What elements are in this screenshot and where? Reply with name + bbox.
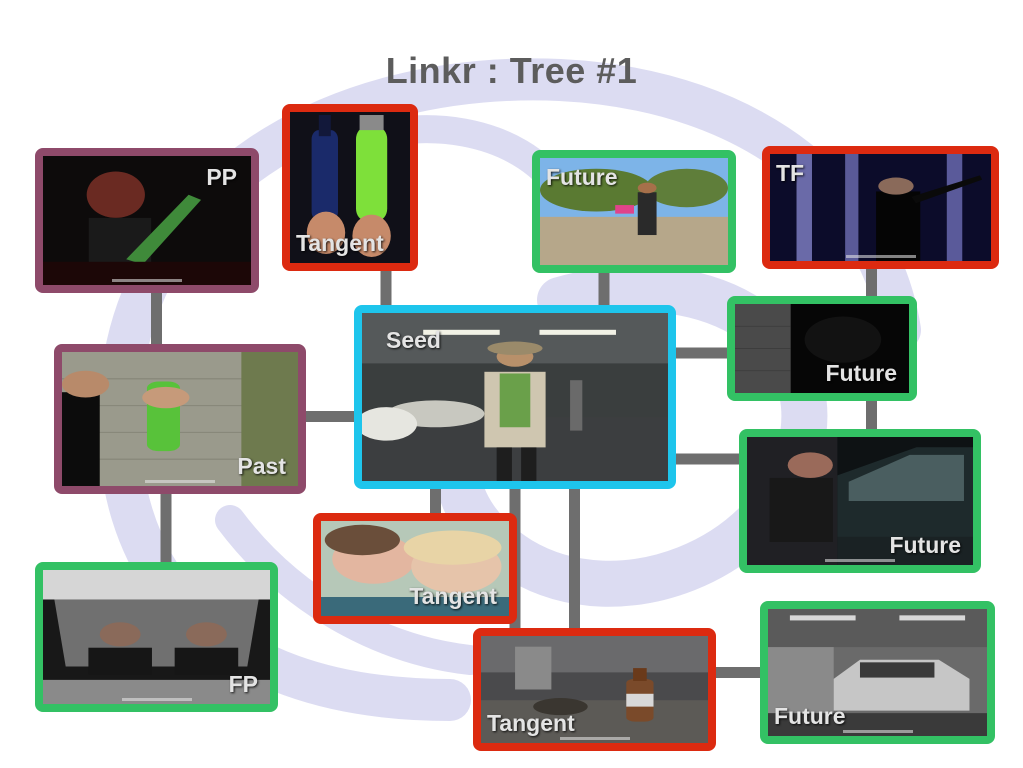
node-label: Seed xyxy=(386,327,441,353)
node-future-cemetery[interactable]: Future xyxy=(532,150,736,273)
watermark xyxy=(145,480,215,483)
node-label: Future xyxy=(889,532,961,558)
node-thumbnail xyxy=(540,158,728,265)
node-pp[interactable]: PP xyxy=(35,148,259,293)
watermark xyxy=(845,255,916,258)
scene-image xyxy=(43,570,270,704)
node-label: Tangent xyxy=(409,583,497,609)
node-thumbnail xyxy=(735,304,909,393)
node-thumbnail xyxy=(768,609,987,736)
node-thumbnail xyxy=(62,352,298,486)
scene-image xyxy=(747,437,973,565)
node-thumbnail xyxy=(43,570,270,704)
node-label: Past xyxy=(237,453,286,479)
node-future-bw-car[interactable]: Future xyxy=(760,601,995,744)
node-future-car[interactable]: Future xyxy=(739,429,981,573)
node-label: Future xyxy=(774,703,846,729)
node-future-dark[interactable]: Future xyxy=(727,296,917,401)
node-label: Future xyxy=(825,360,897,386)
scene-image xyxy=(481,636,708,743)
watermark xyxy=(842,730,913,733)
node-thumbnail xyxy=(321,521,509,616)
node-thumbnail xyxy=(481,636,708,743)
node-label: PP xyxy=(206,164,237,190)
node-label: Tangent xyxy=(296,230,384,256)
watermark xyxy=(825,559,895,562)
scene-image xyxy=(735,304,909,393)
page-title: Linkr : Tree #1 xyxy=(385,50,638,91)
scene-image xyxy=(770,154,991,261)
node-past[interactable]: Past xyxy=(54,344,306,494)
scene-image xyxy=(62,352,298,486)
node-label: FP xyxy=(228,671,258,697)
node-fp[interactable]: FP xyxy=(35,562,278,712)
scene-image xyxy=(290,112,410,263)
node-thumbnail xyxy=(747,437,973,565)
node-thumbnail xyxy=(43,156,251,285)
node-tangent-bottle-floor[interactable]: Tangent xyxy=(473,628,716,751)
node-label: Tangent xyxy=(487,710,575,736)
scene-image xyxy=(321,521,509,616)
node-tangent-bottles[interactable]: Tangent xyxy=(282,104,418,271)
node-tangent-couple[interactable]: Tangent xyxy=(313,513,517,624)
watermark xyxy=(112,279,182,282)
node-tf[interactable]: TF xyxy=(762,146,999,269)
node-thumbnail xyxy=(362,313,668,481)
scene-image xyxy=(540,158,728,265)
watermark xyxy=(121,698,192,701)
node-seed[interactable]: Seed xyxy=(354,305,676,489)
scene-image xyxy=(43,156,251,285)
node-thumbnail xyxy=(770,154,991,261)
node-label: TF xyxy=(776,160,805,186)
scene-image xyxy=(362,313,668,481)
node-label: Future xyxy=(546,164,618,190)
scene-image xyxy=(768,609,987,736)
watermark xyxy=(559,737,630,740)
node-thumbnail xyxy=(290,112,410,263)
